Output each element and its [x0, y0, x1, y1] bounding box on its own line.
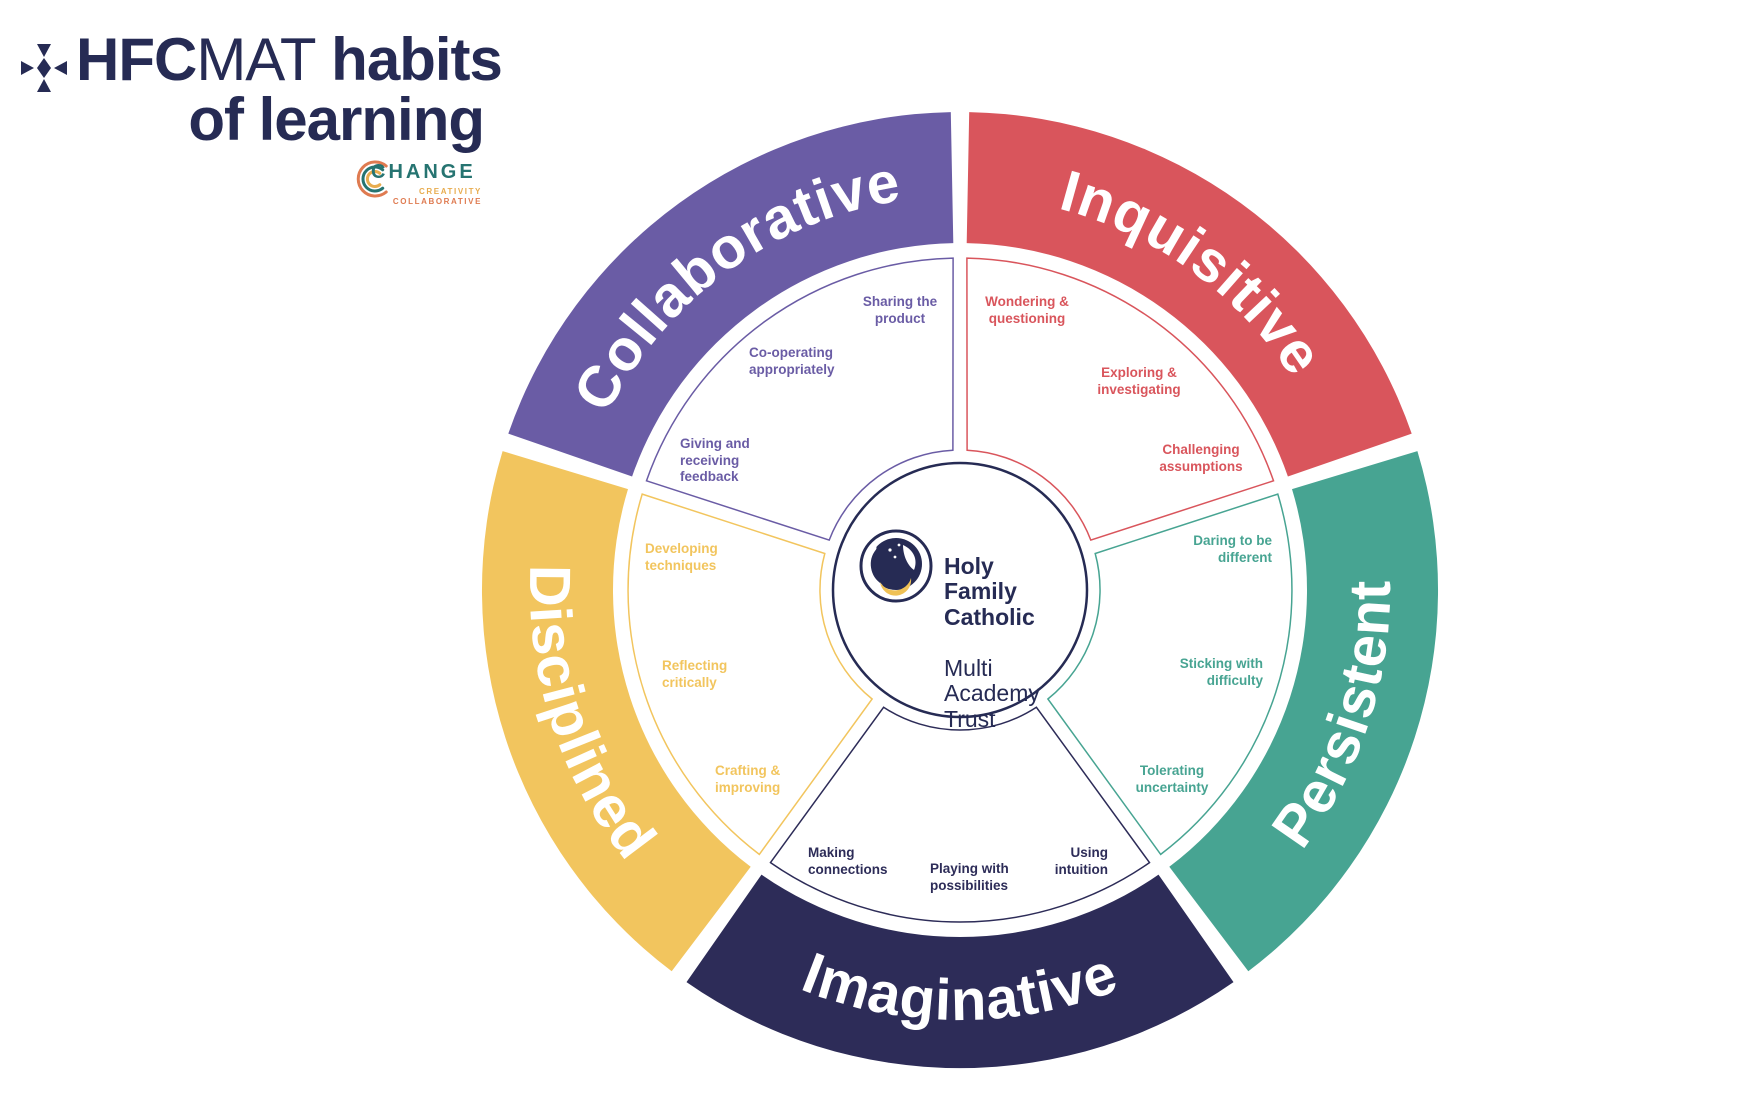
- brand-mat: MAT: [196, 26, 316, 93]
- subhabit-developing-techniques: Developing techniques: [645, 541, 718, 573]
- wedge-inquisitive: [966, 257, 1275, 542]
- subhabit-tolerating-uncertainty: Tolerating uncertainty: [1135, 763, 1209, 795]
- center-org-name: Holy Family Catholic Multi Academy Trust: [944, 528, 1040, 758]
- wedge-imaginative: [769, 706, 1151, 923]
- subhabit-crafting-improving: Crafting & improving: [715, 763, 781, 795]
- org-name-bold: Holy Family Catholic: [944, 552, 1035, 630]
- brand-title-line2: of learning: [188, 86, 485, 153]
- change-wordmark: CHANGE: [371, 161, 476, 183]
- org-name-regular: Multi Academy Trust: [944, 654, 1040, 732]
- center-circle: [831, 461, 1089, 719]
- wedge-persistent: [1046, 493, 1293, 856]
- brand-title: HFCMAT habits of learning: [76, 30, 503, 153]
- trust-emblem-icon: [859, 529, 933, 603]
- subhabit-making-connections: Making connections: [808, 845, 888, 877]
- change-tagline-creativity: CREATIVITY: [419, 187, 482, 196]
- subhabit-daring-to-be-different: Daring to be different: [1193, 533, 1272, 565]
- subhabit-giving-receiving-feedback: Giving and receiving feedback: [680, 436, 750, 484]
- subhabit-wondering-questioning: Wondering & questioning: [985, 294, 1069, 326]
- subhabit-exploring-investigating: Exploring & investigating: [1097, 365, 1181, 397]
- change-logo: CHANGE CREATIVITY COLLABORATIVE: [352, 150, 492, 214]
- brand-habits: habits: [315, 26, 503, 93]
- wedge-collaborative: [645, 257, 954, 542]
- subhabit-reflecting-critically: Reflecting critically: [662, 658, 728, 690]
- ring-segment-disciplined: [481, 451, 751, 972]
- change-tagline-collaborative: COLLABORATIVE: [392, 197, 482, 206]
- subhabit-playing-with-possibilities: Playing with possibilities: [930, 861, 1009, 893]
- brand-title-line1: HFCMAT habits: [76, 30, 503, 90]
- subhabit-using-intuition: Using intuition: [1054, 845, 1108, 877]
- ring-segment-persistent: [1169, 451, 1439, 972]
- cross-star-icon: [21, 44, 67, 92]
- brand-logo: HFCMAT habits of learning CHANGE CREATIV…: [0, 0, 520, 230]
- subhabit-sticking-with-difficulty: Sticking with difficulty: [1179, 656, 1263, 688]
- change-arcs-icon: [356, 160, 388, 198]
- ring-segment-inquisitive: [966, 112, 1412, 477]
- ring-segment-imaginative: [686, 874, 1234, 1069]
- subhabit-cooperating-appropriately: Co-operating appropriately: [749, 345, 835, 377]
- ring-segment-collaborative: [508, 112, 954, 477]
- brand-hfc: HFC: [76, 26, 197, 93]
- wedge-disciplined: [627, 493, 874, 856]
- subhabit-challenging-assumptions: Challenging assumptions: [1159, 442, 1243, 474]
- subhabit-sharing-the-product: Sharing the product: [862, 294, 938, 326]
